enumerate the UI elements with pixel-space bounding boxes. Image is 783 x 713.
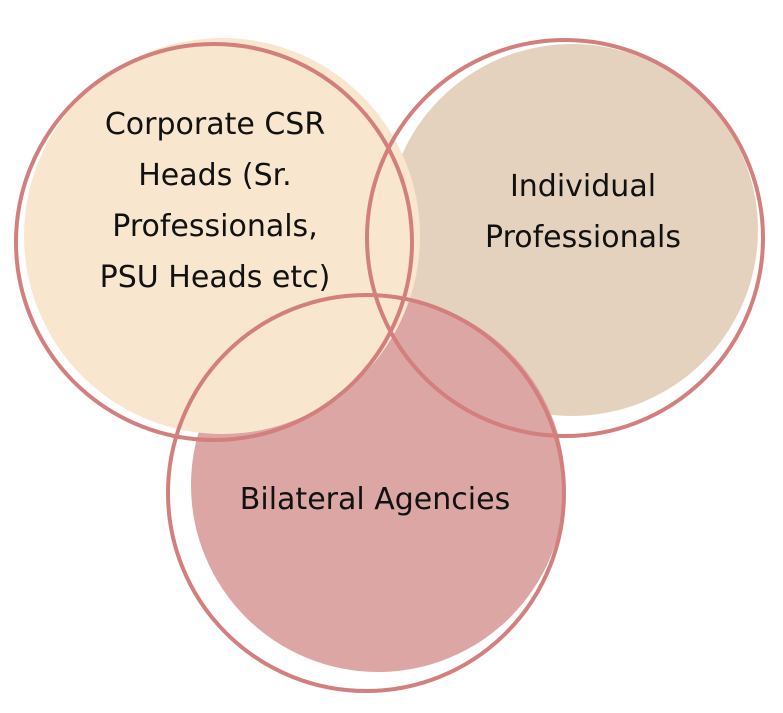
corporate-label-line: Heads (Sr. [138, 158, 292, 193]
bilateral-circle-outline [166, 293, 566, 693]
corporate-label-line: Corporate CSR [104, 107, 326, 142]
corporate-circle-label: Corporate CSR Heads (Sr. Professionals, … [60, 99, 370, 303]
corporate-label-line: PSU Heads etc) [99, 260, 331, 295]
corporate-circle-fill [24, 38, 420, 434]
individual-circle-outline [365, 38, 765, 438]
individual-label-line: Professionals [485, 220, 681, 255]
individual-circle-label: Individual Professionals [438, 161, 728, 263]
corporate-label-line: Professionals, [112, 209, 318, 244]
corporate-circle-outline [14, 42, 414, 442]
individual-label-line: Individual [509, 169, 657, 204]
bilateral-circle-label: Bilateral Agencies [205, 474, 545, 525]
individual-circle-fill [386, 44, 758, 416]
bilateral-label-line: Bilateral Agencies [239, 482, 511, 517]
